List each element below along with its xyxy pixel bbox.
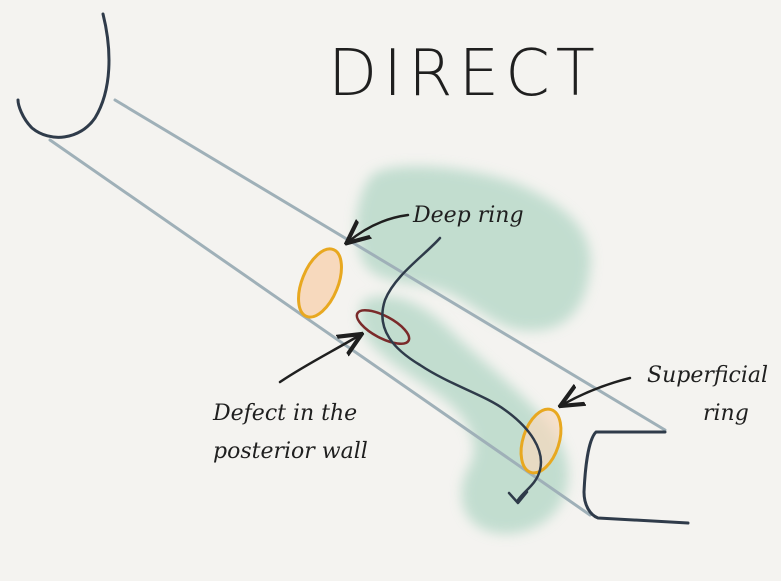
superficial-ring-bracket xyxy=(582,430,690,525)
defect-label-line2: posterior wall xyxy=(213,439,368,464)
defect-arrow xyxy=(278,335,360,384)
canal-upper-wall xyxy=(113,98,667,432)
deep-ring-ellipse xyxy=(297,247,343,319)
hernia-path xyxy=(381,236,543,502)
superficial-ring-label-line2: ring xyxy=(703,401,749,426)
hernia-sac-wash xyxy=(356,166,591,534)
diagram-title: DIRECT xyxy=(328,37,601,111)
deep-ring-arrow xyxy=(348,213,410,242)
canal-lower-wall xyxy=(48,138,592,517)
abdominal-wall-curve xyxy=(16,12,111,139)
superficial-ring-arrow xyxy=(562,376,632,405)
posterior-wall-defect-ellipse xyxy=(355,309,411,345)
inguinal-canal xyxy=(48,98,667,517)
superficial-ring-label-line1: Superficial xyxy=(647,363,768,388)
deep-ring-label: Deep ring xyxy=(412,203,524,228)
defect-label-line1: Defect in the xyxy=(212,401,357,426)
hernia-path-arrowhead xyxy=(507,490,529,505)
superficial-ring-ellipse xyxy=(519,407,563,475)
